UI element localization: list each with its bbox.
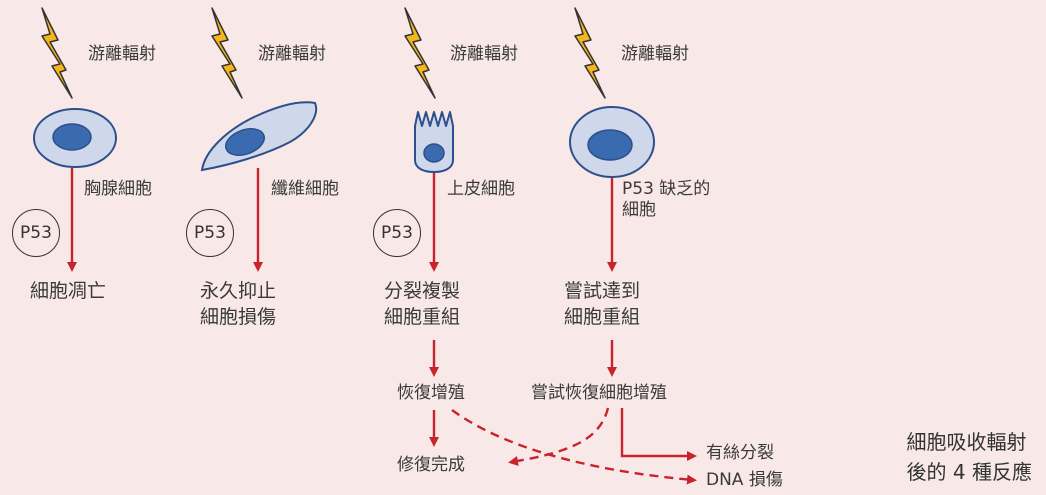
cell-type-p53-deficient-line2: 細胞 xyxy=(622,200,656,221)
cell-type-thymus: 胸腺細胞 xyxy=(84,179,152,199)
cell-type-p53-deficient: P53 缺乏的 細胞 xyxy=(622,179,710,222)
outcome-attempt: 嘗試達到 細胞重組 xyxy=(564,279,640,330)
figure-caption: 細胞吸收輻射 後的 4 種反應 xyxy=(907,427,1032,487)
outcome-division: 分裂複製 細胞重組 xyxy=(384,279,460,330)
outcome-attempt-line1: 嘗試達到 xyxy=(564,280,641,302)
dashed-arrow-to-repair xyxy=(508,407,610,466)
branch-mitosis: 有絲分裂 xyxy=(706,443,774,463)
outcome-attempt-line2: 細胞重組 xyxy=(564,305,641,328)
step-restore-proliferation: 恢復增殖 xyxy=(397,383,465,403)
p53-marker-1: P53 xyxy=(12,209,60,257)
outcome-apoptosis: 細胞凋亡 xyxy=(30,280,107,302)
radiation-label-3: 游離輻射 xyxy=(450,44,518,64)
dashed-arrow-to-dna-damage xyxy=(451,409,697,485)
branch-dna-damage: DNA 損傷 xyxy=(706,470,783,490)
arrow-to-mitosis xyxy=(620,408,697,461)
thymus-cell-nucleus xyxy=(52,123,92,151)
caption-line1: 細胞吸收輻射 xyxy=(906,430,1027,454)
caption-line2: 後的 4 種反應 xyxy=(906,460,1032,484)
radiation-label-4: 游離輻射 xyxy=(621,44,689,64)
p53-marker-3: P53 xyxy=(373,209,421,257)
fibroblast-nucleus xyxy=(225,128,265,156)
outcome-permanent-arrest-line1: 永久抑止 xyxy=(200,280,277,302)
outcome-division-line2: 細胞重組 xyxy=(384,305,461,328)
cell-type-p53-deficient-line1: P53 缺乏的 xyxy=(622,179,711,199)
radiation-label-1: 游離輻射 xyxy=(88,44,156,64)
outcome-permanent-arrest: 永久抑止 細胞損傷 xyxy=(200,279,276,330)
radiation-label-2: 游離輻射 xyxy=(258,44,326,64)
step-attempt-proliferation: 嘗試恢復細胞增殖 xyxy=(531,383,667,403)
cell-type-epithelial: 上皮細胞 xyxy=(447,179,515,199)
lightning-bolt-icon-1 xyxy=(41,7,73,99)
epithelial-cell xyxy=(414,111,454,173)
epithelial-nucleus xyxy=(423,143,445,163)
cell-type-fibroblast: 纖維細胞 xyxy=(271,179,339,199)
outcome-division-line1: 分裂複製 xyxy=(384,280,461,302)
lightning-bolt-icon-3 xyxy=(404,7,436,99)
lightning-bolt-icon-4 xyxy=(574,7,606,99)
lightning-bolt-icon-2 xyxy=(211,7,243,99)
p53-deficient-nucleus xyxy=(587,129,633,161)
p53-marker-2: P53 xyxy=(186,209,234,257)
step-repair-complete: 修復完成 xyxy=(397,455,465,475)
outcome-permanent-arrest-line2: 細胞損傷 xyxy=(200,305,277,328)
